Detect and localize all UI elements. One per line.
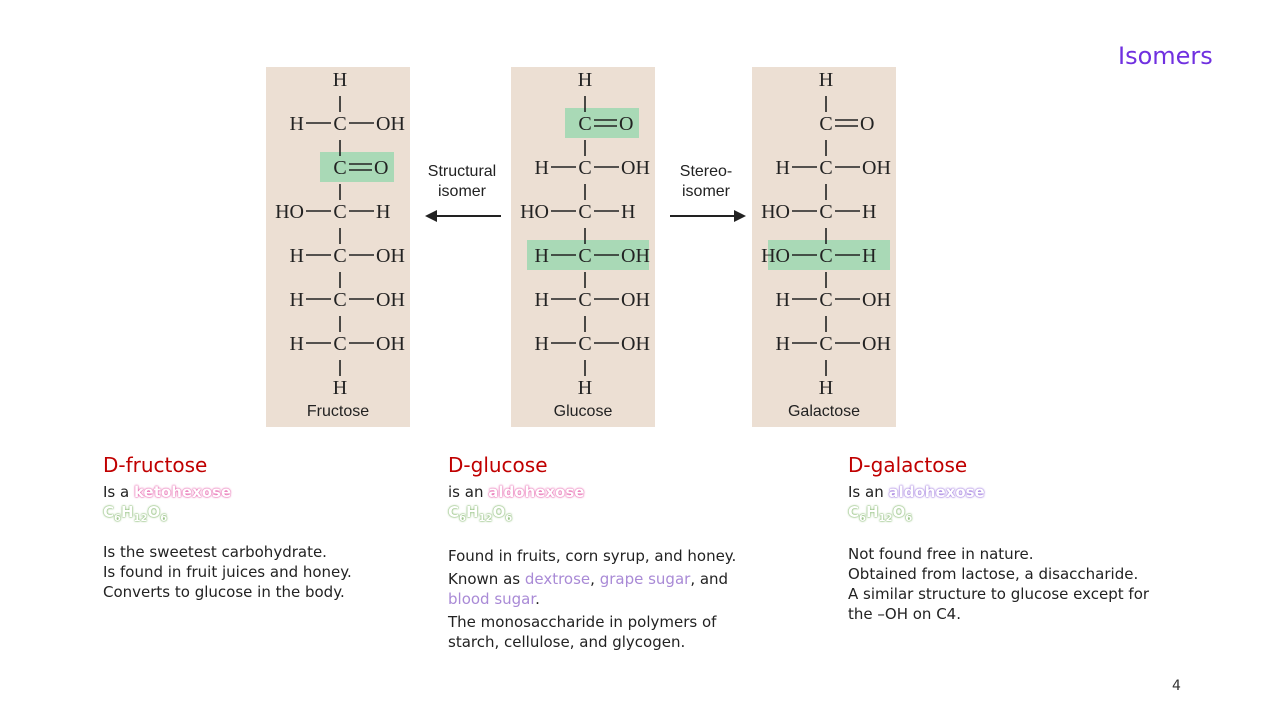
fructose-heading: D-fructose: [103, 453, 208, 477]
atom-label: C: [819, 113, 832, 135]
atom-label: C: [578, 245, 591, 267]
galactose-formula: C6H12O6: [848, 503, 913, 524]
page-number: 4: [1172, 678, 1181, 694]
atom-label: H: [862, 245, 876, 267]
highlight-box: [320, 152, 394, 182]
aldohexose-term: aldohexose: [888, 483, 985, 501]
fructose-classification: Is a ketohexose: [103, 483, 232, 501]
atom-label: H: [578, 69, 592, 91]
atom-label: H: [578, 377, 592, 399]
atom-label: H: [535, 333, 549, 355]
glucose-classification: is an aldohexose: [448, 483, 585, 501]
atom-label: O: [860, 113, 874, 135]
atom-label: OH: [862, 157, 891, 179]
fructose-description: D-fructose Is a ketohexose C6H12O6 Is th…: [103, 453, 423, 602]
atom-label: C: [578, 201, 591, 223]
atom-label: H: [535, 157, 549, 179]
galactose-heading: D-galactose: [848, 453, 968, 477]
glucose-formula: C6H12O6: [448, 503, 513, 524]
glucose-facts: Found in fruits, corn syrup, and honey. …: [448, 546, 818, 652]
atom-label: OH: [621, 157, 650, 179]
atom-label: H: [819, 377, 833, 399]
atom-label: C: [333, 245, 346, 267]
atom-label: H: [776, 157, 790, 179]
atom-label: OH: [376, 333, 405, 355]
atom-label: H: [776, 289, 790, 311]
atom-label: C: [333, 289, 346, 311]
slide-title: Isomers: [1118, 42, 1213, 70]
atom-label: C: [819, 157, 832, 179]
atom-label: H: [290, 245, 304, 267]
atom-label: H: [535, 245, 549, 267]
atom-label: C: [819, 245, 832, 267]
galactose-classification: Is an aldohexose: [848, 483, 985, 501]
atom-label: C: [578, 289, 591, 311]
atom-label: HO: [761, 201, 790, 223]
atom-label: H: [290, 289, 304, 311]
atom-label: H: [621, 201, 635, 223]
atom-label: C: [819, 289, 832, 311]
atom-label: OH: [621, 333, 650, 355]
atom-label: OH: [376, 289, 405, 311]
right-arrow-icon: [670, 210, 746, 222]
atom-label: OH: [862, 289, 891, 311]
atom-label: H: [376, 201, 390, 223]
stereoisomer-label: Stereo- isomer: [679, 163, 733, 200]
atom-label: HO: [761, 245, 790, 267]
atom-label: C: [819, 201, 832, 223]
atom-label: H: [290, 113, 304, 135]
atom-label: O: [619, 113, 633, 135]
atom-label: C: [333, 333, 346, 355]
galactose-description: D-galactose Is an aldohexose C6H12O6 Not…: [848, 453, 1228, 624]
atom-label: OH: [862, 333, 891, 355]
galactose-caption: Galactose: [787, 403, 861, 420]
atom-label: HO: [520, 201, 549, 223]
highlight-box: [768, 240, 890, 270]
aldohexose-term: aldohexose: [488, 483, 585, 501]
atom-label: O: [374, 157, 388, 179]
atom-label: OH: [621, 245, 650, 267]
atom-label: OH: [376, 113, 405, 135]
atom-label: H: [535, 289, 549, 311]
fructose-facts: Is the sweetest carbohydrate. Is found i…: [103, 543, 352, 601]
atom-label: H: [333, 69, 347, 91]
glucose-heading: D-glucose: [448, 453, 548, 477]
ketohexose-term: ketohexose: [133, 483, 232, 501]
atom-label: H: [290, 333, 304, 355]
atom-label: C: [333, 201, 346, 223]
highlight-box: [527, 240, 649, 270]
structural-isomer-label: Structural isomer: [427, 163, 497, 200]
atom-label: C: [578, 333, 591, 355]
fructose-formula: C6H12O6: [103, 503, 168, 524]
atom-label: C: [819, 333, 832, 355]
highlight-box: [565, 108, 639, 138]
atom-label: C: [578, 157, 591, 179]
glucose-description: D-glucose is an aldohexose C6H12O6 Found…: [448, 453, 818, 652]
atom-label: H: [862, 201, 876, 223]
left-arrow-icon: [425, 210, 501, 222]
atom-label: H: [819, 69, 833, 91]
atom-label: OH: [621, 289, 650, 311]
atom-label: H: [776, 333, 790, 355]
galactose-facts: Not found free in nature. Obtained from …: [848, 545, 1150, 623]
atom-label: C: [333, 113, 346, 135]
glucose-caption: Glucose: [553, 403, 613, 420]
atom-label: C: [578, 113, 591, 135]
atom-label: OH: [376, 245, 405, 267]
atom-label: H: [333, 377, 347, 399]
atom-label: HO: [275, 201, 304, 223]
fructose-caption: Fructose: [306, 403, 370, 420]
atom-label: C: [333, 157, 346, 179]
